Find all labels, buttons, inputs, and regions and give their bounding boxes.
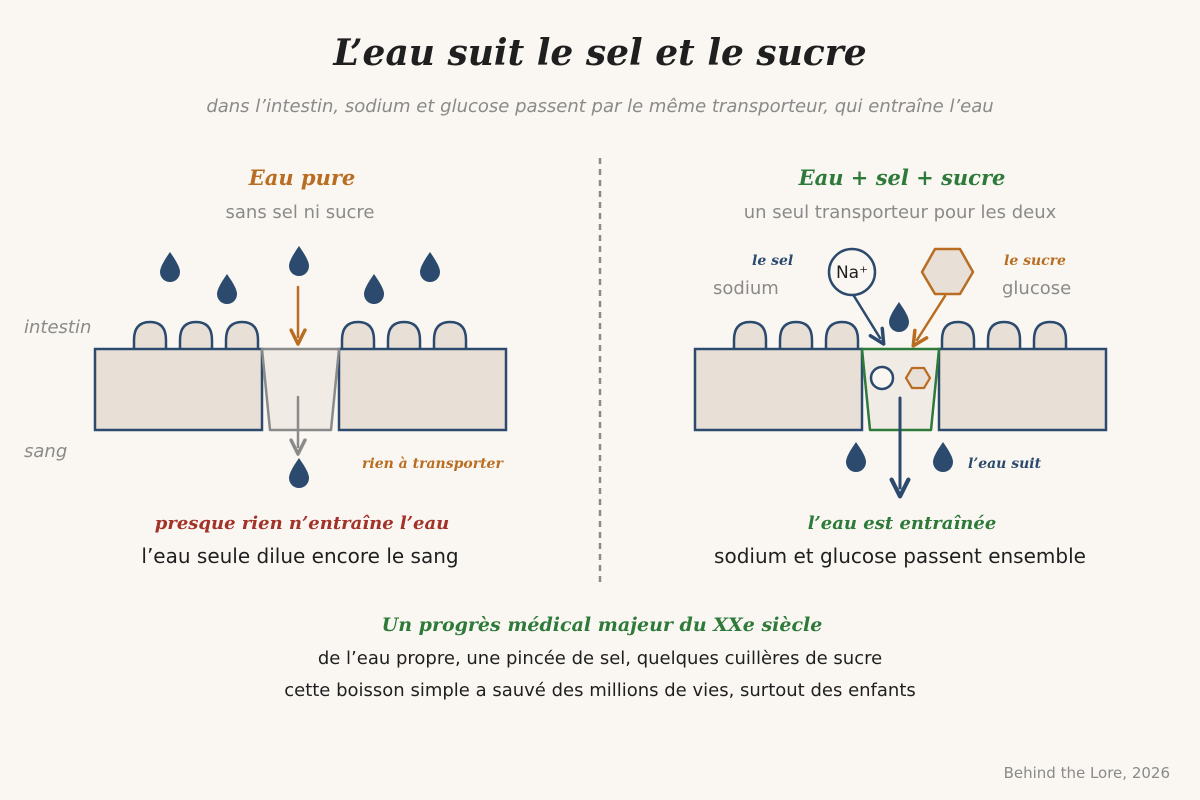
sodium-arrow — [852, 294, 886, 346]
water-drop-icon — [420, 252, 440, 282]
left-heading: Eau pure — [248, 165, 356, 190]
footer-line-1: de l’eau propre, une pincée de sel, quel… — [318, 648, 882, 669]
right-subheading: un seul transporteur pour les deux — [744, 202, 1057, 223]
left-subheading: sans sel ni sucre — [226, 202, 375, 223]
glucose-arrow — [911, 294, 947, 348]
sodium-in-transporter-icon — [869, 365, 895, 391]
footer-line-2: cette boisson simple a sauvé des million… — [284, 680, 916, 701]
water-drop-icon — [933, 442, 953, 472]
water-drop-icon — [846, 442, 866, 472]
footer-heading: Un progrès médical majeur du XXe siècle — [382, 614, 823, 636]
sodium-label: sodium — [713, 278, 779, 299]
glucose-molecule-icon — [920, 247, 975, 296]
glucose-tag: le sucre — [1004, 253, 1066, 269]
glucose-label: glucose — [1002, 278, 1071, 299]
right-result-heading: l’eau est entraînée — [808, 513, 997, 534]
sang-label: sang — [24, 441, 67, 462]
water-drop-icon — [217, 274, 237, 304]
intestinal-cell — [337, 347, 508, 432]
water-drop-icon — [289, 458, 309, 488]
right-panel: Eau + sel + sucre un seul transporteur p… — [693, 165, 1108, 568]
page-title: L’eau suit le sel et le sucre — [332, 32, 866, 74]
sodium-ion-icon — [827, 247, 877, 297]
left-annotation: rien à transporter — [362, 456, 504, 472]
water-annotation: l’eau suit — [968, 456, 1042, 472]
sodium-symbol: Na⁺ — [836, 263, 868, 283]
right-result-text: sodium et glucose passent ensemble — [714, 544, 1086, 568]
glucose-in-transporter-icon — [904, 366, 932, 390]
page-subtitle: dans l’intestin, sodium et glucose passe… — [206, 96, 993, 117]
intestinal-cell — [693, 347, 864, 432]
water-drop-icon — [289, 246, 309, 276]
intestinal-cell — [937, 347, 1108, 432]
left-result-text: l’eau seule dilue encore le sang — [141, 544, 458, 568]
intestinal-cell — [93, 347, 264, 432]
villi-left — [132, 320, 468, 350]
water-drop-icon — [889, 302, 909, 332]
sodium-tag: le sel — [752, 253, 793, 269]
transporter-inactive — [260, 347, 341, 432]
left-panel: Eau pure sans sel ni sucre rien — [93, 165, 508, 568]
villi-right — [732, 320, 1068, 350]
right-heading: Eau + sel + sucre — [798, 165, 1006, 190]
water-drop-icon — [364, 274, 384, 304]
credit: Behind the Lore, 2026 — [1004, 764, 1170, 782]
left-result-heading: presque rien n’entraîne l’eau — [155, 513, 449, 534]
water-drops-left — [160, 246, 440, 488]
water-drops-right — [846, 302, 953, 472]
water-drop-icon — [160, 252, 180, 282]
intestin-label: intestin — [24, 317, 91, 338]
